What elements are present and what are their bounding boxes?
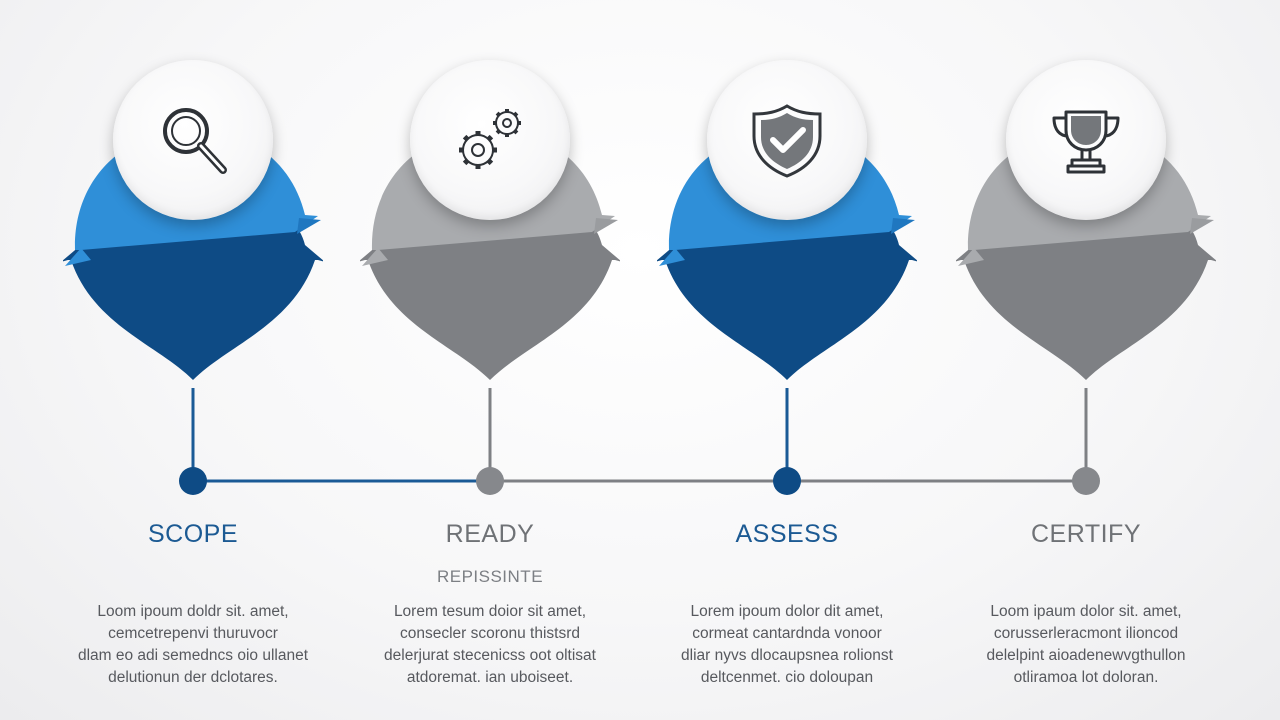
shield-check-icon: [747, 100, 827, 180]
trophy-icon: [1046, 100, 1126, 180]
description-line: delerjurat stecenicss oot oltisat: [384, 647, 596, 664]
description-line: dliar nyvs dlocaupsnea rolionst: [681, 647, 893, 664]
gears-icon: [450, 100, 530, 180]
description-line: cormeat cantardnda vonoor: [692, 625, 882, 642]
description-line: delelpint aioadenewvgthullon: [986, 647, 1186, 664]
node-assess: [773, 467, 801, 495]
step-description: Lorem ipoum dolor dit amet, cormeat cant…: [657, 601, 917, 689]
description-line: Lorem ipoum dolor dit amet,: [690, 603, 884, 620]
step-title: READY: [445, 520, 535, 548]
step-certify: CERTIFY Loom ipaum dolor sit. amet, coru…: [956, 0, 1216, 720]
description-line: atdoremat. ian uboiseet.: [406, 669, 574, 686]
description-line: deltcenmet. cio doloupan: [700, 669, 874, 686]
step-description: Loom ipoum doldr sit. amet, cemcetrepenv…: [63, 601, 323, 689]
description-line: cemcetrepenvi thuruvocr: [108, 625, 278, 642]
magnifier-icon: [153, 100, 233, 180]
step-subtitle: REPISSINTE: [436, 567, 544, 586]
step-title: CERTIFY: [1031, 520, 1141, 548]
step-scope: SCOPE Loom ipoum doldr sit. amet, cemcet…: [63, 0, 323, 720]
node-ready: [476, 467, 504, 495]
description-line: dlam eo adi semedncs oio ullanet: [77, 647, 309, 664]
description-line: consecler scoronu thistsrd: [399, 625, 581, 642]
step-title: SCOPE: [147, 520, 239, 548]
description-line: Loom ipoum doldr sit. amet,: [97, 603, 289, 620]
description-line: corusserleracmont ilioncod: [993, 625, 1179, 642]
step-assess: ASSESS Lorem ipoum dolor dit amet, corme…: [657, 0, 917, 720]
node-certify: [1072, 467, 1100, 495]
description-line: delutionun der dclotares.: [108, 669, 278, 686]
step-ready: READY REPISSINTE Lorem tesum doior sit a…: [360, 0, 620, 720]
step-title: ASSESS: [735, 520, 839, 548]
node-scope: [179, 467, 207, 495]
inner-disc-scope: [113, 60, 273, 220]
description-line: Lorem tesum doior sit amet,: [393, 603, 587, 620]
description-line: otliramoa lot doloran.: [1013, 669, 1159, 686]
description-line: Loom ipaum dolor sit. amet,: [990, 603, 1182, 620]
step-description: Lorem tesum doior sit amet, consecler sc…: [360, 601, 620, 689]
step-description: Loom ipaum dolor sit. amet, corusserlera…: [956, 601, 1216, 689]
